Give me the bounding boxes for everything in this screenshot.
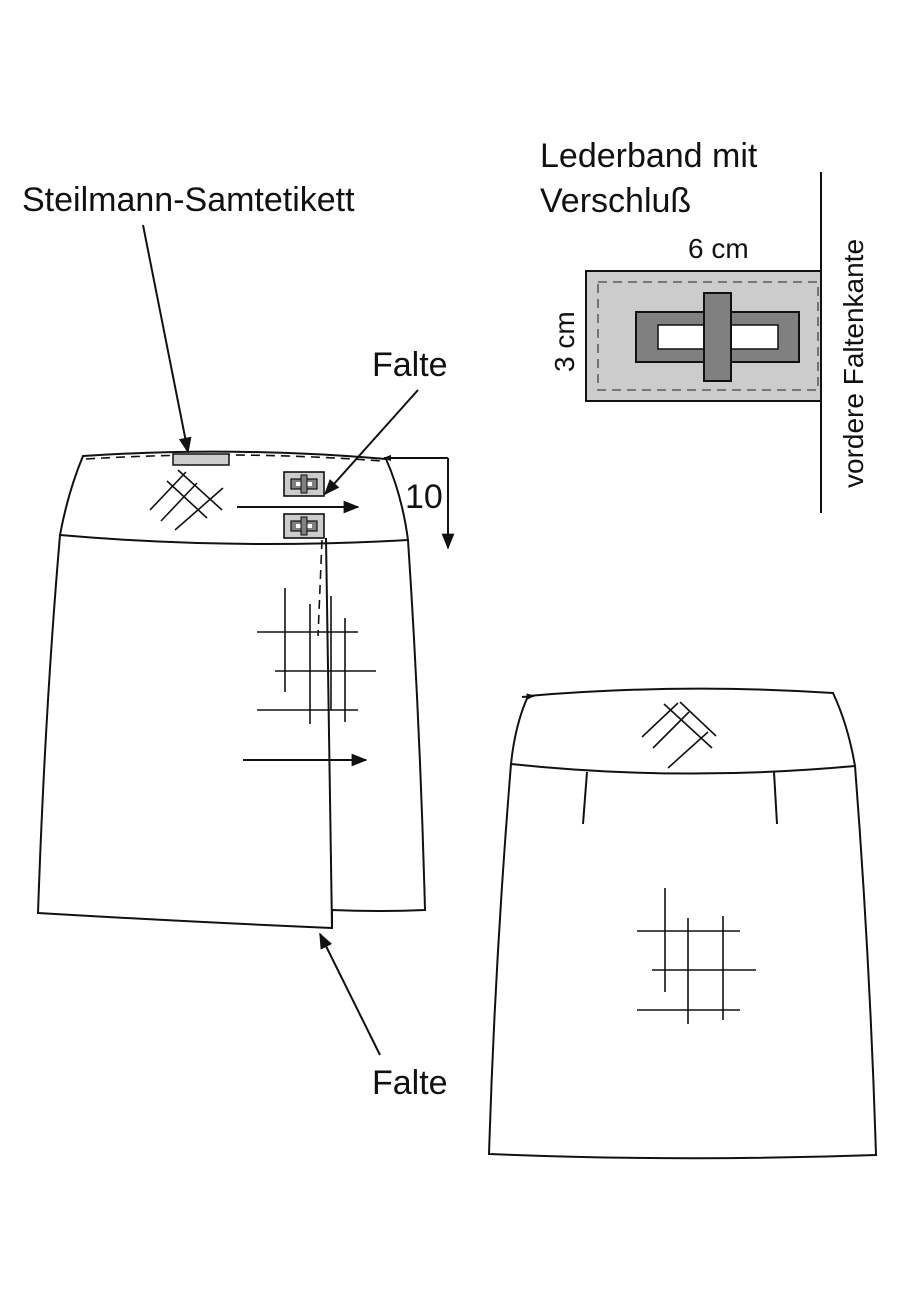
stitch-line — [597, 281, 819, 391]
label-steilmann: Steilmann-Samtetikett — [22, 181, 355, 219]
overlap-panel-edge — [325, 537, 333, 929]
overlap-dashed-line — [317, 539, 323, 637]
fold-label-top: Falte — [372, 346, 448, 384]
back-corner-marker — [521, 693, 535, 700]
back-dart-right — [773, 771, 778, 825]
back-skirt-body — [487, 763, 878, 1160]
label-arrow — [142, 224, 192, 454]
leather-title-line1: Lederband mit — [540, 137, 758, 175]
side-label: vordere Faltenkante — [838, 239, 869, 488]
fold-label-bottom: Falte — [372, 1064, 448, 1102]
skirt-back-view — [487, 687, 878, 1160]
height-dimension: 3 cm — [549, 311, 580, 372]
width-dimension: 6 cm — [688, 233, 749, 264]
bias-grain-symbol — [149, 469, 224, 531]
straight-grain-symbol-back — [637, 888, 756, 1024]
waist-dashed-edge — [85, 454, 383, 462]
back-dart-left — [582, 771, 588, 825]
front-waistband — [58, 450, 410, 545]
back-waistband — [509, 687, 857, 775]
ten-dimension-value: 10 — [405, 478, 443, 516]
leather-band-detail: Lederband mit Verschluß 6 cm 3 cm vorder… — [540, 137, 869, 513]
leather-title-line2: Verschluß — [540, 182, 691, 220]
buckle-bar — [703, 292, 732, 382]
fold-arrow-bottom — [319, 932, 381, 1056]
bias-grain-symbol-back — [641, 701, 717, 769]
front-skirt-body — [36, 534, 427, 930]
fold-arrow-top — [323, 389, 419, 496]
skirt-front-view: Steilmann-Samtetikett Falte — [22, 181, 455, 1102]
buckle-upper — [283, 471, 325, 497]
straight-grain-symbol-front — [257, 588, 376, 724]
buckle-lower — [283, 513, 325, 539]
velvet-label — [172, 453, 230, 466]
